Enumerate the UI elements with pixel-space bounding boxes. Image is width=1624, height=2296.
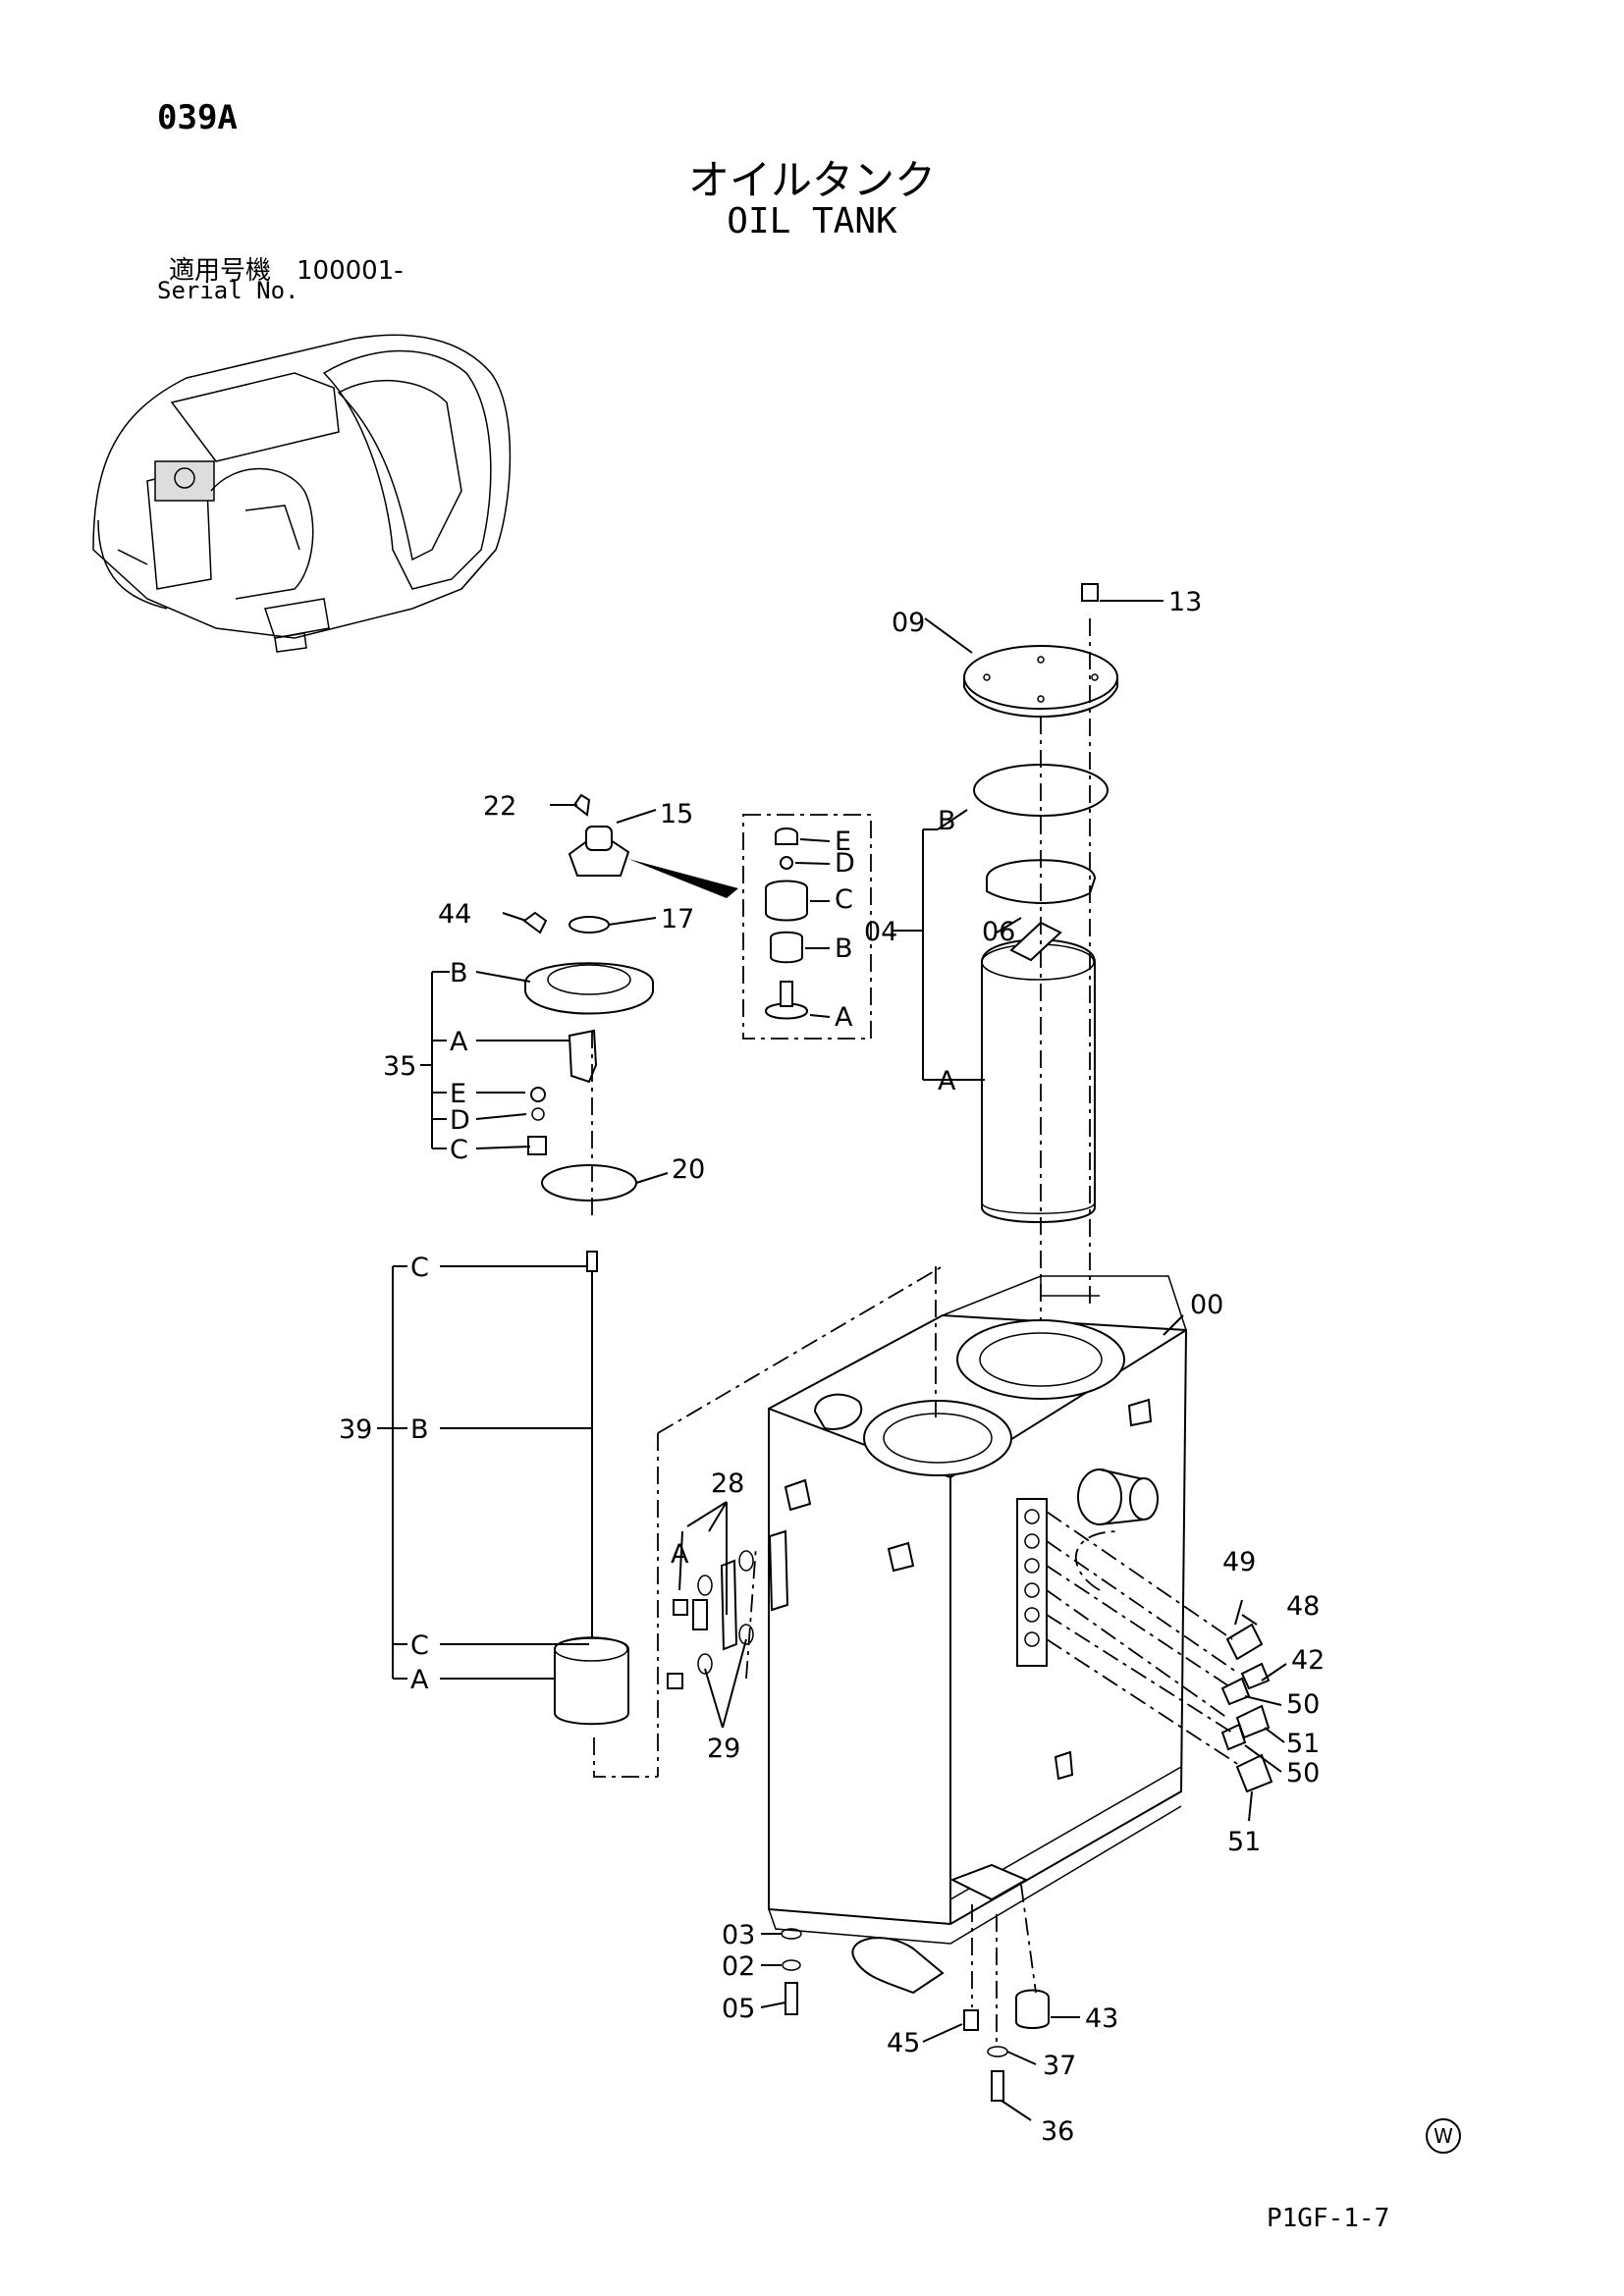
callout-35-b: B [450,958,468,988]
detail-15-a: A [835,1002,853,1033]
callout-35-a: A [450,1027,468,1057]
callout-36: 36 [1041,2116,1074,2147]
callout-35-d: D [450,1105,470,1136]
callout-22: 22 [483,791,516,822]
callout-17: 17 [661,904,694,934]
callout-49: 49 [1222,1547,1256,1577]
callout-50a: 50 [1286,1689,1320,1720]
callout-39: 39 [339,1415,372,1445]
callout-06: 06 [982,917,1015,947]
callout-15: 15 [660,799,693,829]
callout-39-c-top: C [410,1253,429,1283]
detail-15-e: E [835,827,851,857]
callout-13: 13 [1168,587,1202,617]
callout-39-c-bottom: C [410,1630,429,1661]
callout-03: 03 [722,1920,755,1950]
callout-29: 29 [707,1734,740,1764]
callout-00: 00 [1190,1290,1223,1320]
detail-15-box [628,814,872,1040]
callout-51b: 51 [1227,1827,1261,1857]
callout-39-b: B [410,1415,429,1445]
callout-35: 35 [383,1051,416,1082]
page-title-english: OIL TANK [727,201,897,241]
callout-04-b: B [938,806,956,836]
callout-44: 44 [438,899,471,930]
callout-09: 09 [892,608,925,638]
serial-label-english: Serial No. [157,277,299,304]
callout-02: 02 [722,1951,755,1982]
cover-09 [963,645,1118,710]
detail-15-c: C [835,884,853,915]
leader-lines [377,600,1287,2121]
detail-15-b: B [835,934,853,964]
callout-04: 04 [864,917,897,947]
machine-locator-sketch [92,334,512,653]
bracket-28 [692,1599,708,1630]
callout-20: 20 [672,1154,705,1185]
callout-35-c: C [450,1135,468,1165]
callout-35-e: E [450,1079,466,1109]
callout-28: 28 [711,1468,744,1499]
oil-tank-body [768,1275,1188,1995]
callout-51a: 51 [1286,1729,1320,1759]
callout-labels: 13 09 22 15 44 17 04 06 35 20 00 39 28 2… [339,587,1325,2147]
footer-page-code: P1GF-1-7 [1267,2204,1390,2233]
suction-cover-assembly [522,793,654,1201]
filter-assembly [963,645,1118,1223]
callout-05: 05 [722,1994,755,2024]
callout-42: 42 [1291,1645,1325,1676]
detail-15-d: D [835,848,855,879]
serial-label-japanese: 適用号機 100001- [169,256,404,286]
callout-45: 45 [887,2028,920,2058]
detail-15-leaders [794,838,831,1018]
callout-28-a: A [671,1539,689,1570]
callout-37: 37 [1043,2051,1076,2081]
ring-06 [986,859,1097,904]
callout-39-a: A [410,1665,429,1695]
callout-50b: 50 [1286,1758,1320,1789]
page-title-japanese: オイルタンク [687,156,936,204]
page-code: 039A [157,98,238,137]
callout-48: 48 [1286,1591,1320,1622]
fittings [667,583,1273,2102]
callout-43: 43 [1085,2003,1118,2034]
level-sensor-assembly [554,1251,629,1726]
watermark-circle-w: W [1426,2118,1461,2154]
element-04a [981,938,1096,1223]
callout-04-a: A [938,1066,956,1096]
